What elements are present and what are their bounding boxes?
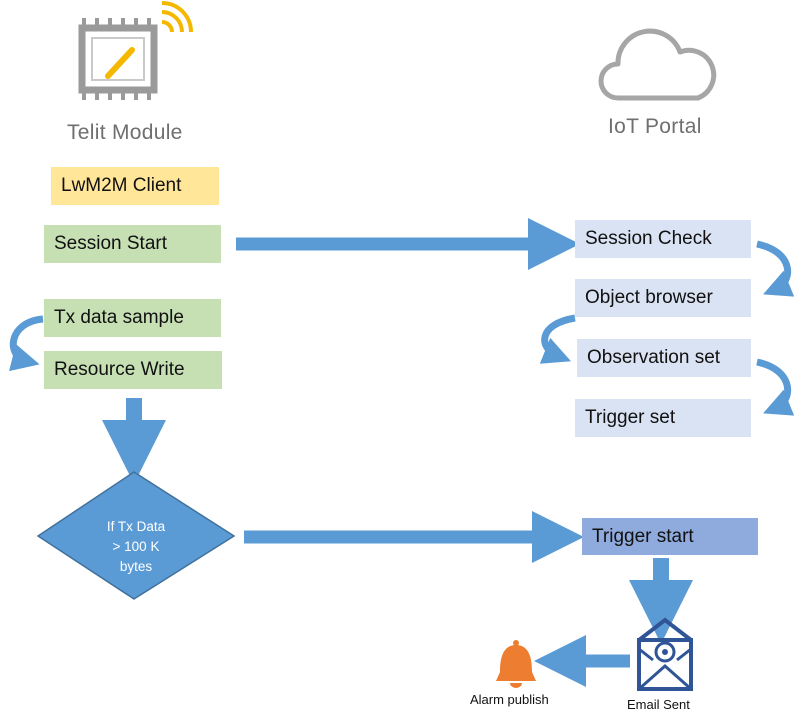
curve-check-to-browser: [756, 240, 795, 297]
alarm-publish-label: Alarm publish: [470, 692, 549, 707]
bell-icon: [496, 640, 536, 688]
curve-observation-to-trigger: [756, 358, 795, 416]
resource-write-box: Resource Write: [44, 351, 222, 389]
object-browser-box: Object browser: [575, 279, 751, 317]
trigger-start-box: Trigger start: [582, 518, 758, 555]
chip-wifi-icon: [78, 1, 193, 100]
iot-portal-heading: IoT Portal: [608, 115, 702, 138]
decision-line-1: If Tx Data: [106, 519, 166, 534]
decision-diamond: [36, 471, 236, 600]
email-sent-label: Email Sent: [627, 697, 690, 712]
tx-data-sample-box: Tx data sample: [44, 299, 221, 337]
envelope-icon: [637, 617, 693, 691]
decision-label: If Tx Data > 100 K bytes: [38, 497, 234, 597]
lwm2m-client-box: LwM2M Client: [51, 167, 219, 205]
telit-module-heading: Telit Module: [67, 121, 183, 144]
curve-browser-to-observation: [539, 314, 576, 364]
trigger-set-box: Trigger set: [575, 399, 751, 437]
decision-line-3: bytes: [119, 559, 153, 574]
cloud-icon: [598, 28, 717, 101]
decision-line-2: > 100 K: [112, 539, 160, 554]
session-check-box: Session Check: [575, 220, 751, 258]
curve-tx-to-resource: [9, 315, 44, 372]
observation-set-box: Observation set: [577, 339, 751, 377]
session-start-box: Session Start: [44, 225, 221, 263]
